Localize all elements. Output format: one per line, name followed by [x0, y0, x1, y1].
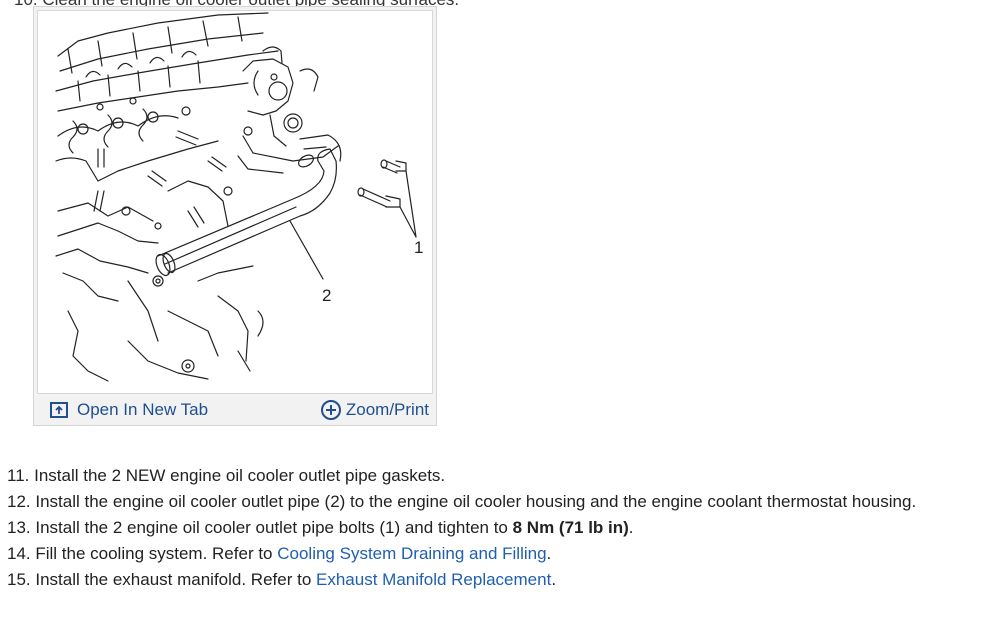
zoom-print-label: Zoom/Print — [345, 399, 429, 419]
open-in-new-tab-label: Open In New Tab — [77, 399, 209, 419]
previous-step-text: 10. Clean the engine oil cooler outlet p… — [14, 0, 459, 10]
step-13-text: 13. Install the 2 engine oil cooler outl… — [7, 518, 513, 537]
step-15: 15. Install the exhaust manifold. Refer … — [7, 569, 916, 595]
step-15-text: 15. Install the exhaust manifold. Refer … — [7, 570, 317, 589]
step-13: 13. Install the 2 engine oil cooler outl… — [7, 517, 916, 543]
step-11-text: 11. Install the 2 NEW engine oil cooler … — [7, 466, 446, 485]
step-15-suffix: . — [551, 570, 557, 589]
cooling-system-link[interactable]: Cooling System Draining and Filling — [277, 544, 547, 563]
torque-spec: 8 Nm (71 lb in) — [512, 518, 629, 537]
step-14-suffix: . — [546, 544, 552, 563]
step-12: 12. Install the engine oil cooler outlet… — [7, 491, 916, 517]
step-14-text: 14. Fill the cooling system. Refer to — [7, 544, 278, 563]
step-11: 11. Install the 2 NEW engine oil cooler … — [7, 465, 916, 491]
step-13-suffix: . — [628, 518, 634, 537]
engine-diagram[interactable]: 1 2 — [37, 10, 433, 394]
open-in-new-tab-button[interactable]: Open In New Tab — [49, 400, 208, 420]
zoom-print-button[interactable]: Zoom/Print — [320, 399, 429, 421]
exhaust-manifold-link[interactable]: Exhaust Manifold Replacement — [316, 570, 552, 589]
figure-toolbar: Open In New Tab Zoom/Print — [37, 396, 433, 423]
callout-1: 1 — [414, 238, 423, 257]
procedure-steps: 11. Install the 2 NEW engine oil cooler … — [7, 465, 916, 595]
open-new-tab-icon — [50, 401, 68, 418]
zoom-plus-icon — [320, 399, 341, 420]
step-12-text: 12. Install the engine oil cooler outlet… — [7, 492, 917, 511]
engine-line-drawing: 1 2 — [55, 12, 423, 382]
step-14: 14. Fill the cooling system. Refer to Co… — [7, 543, 916, 569]
figure-card: 1 2 Open In New Tab Zoom/Print — [33, 6, 437, 426]
callout-2: 2 — [322, 286, 331, 305]
